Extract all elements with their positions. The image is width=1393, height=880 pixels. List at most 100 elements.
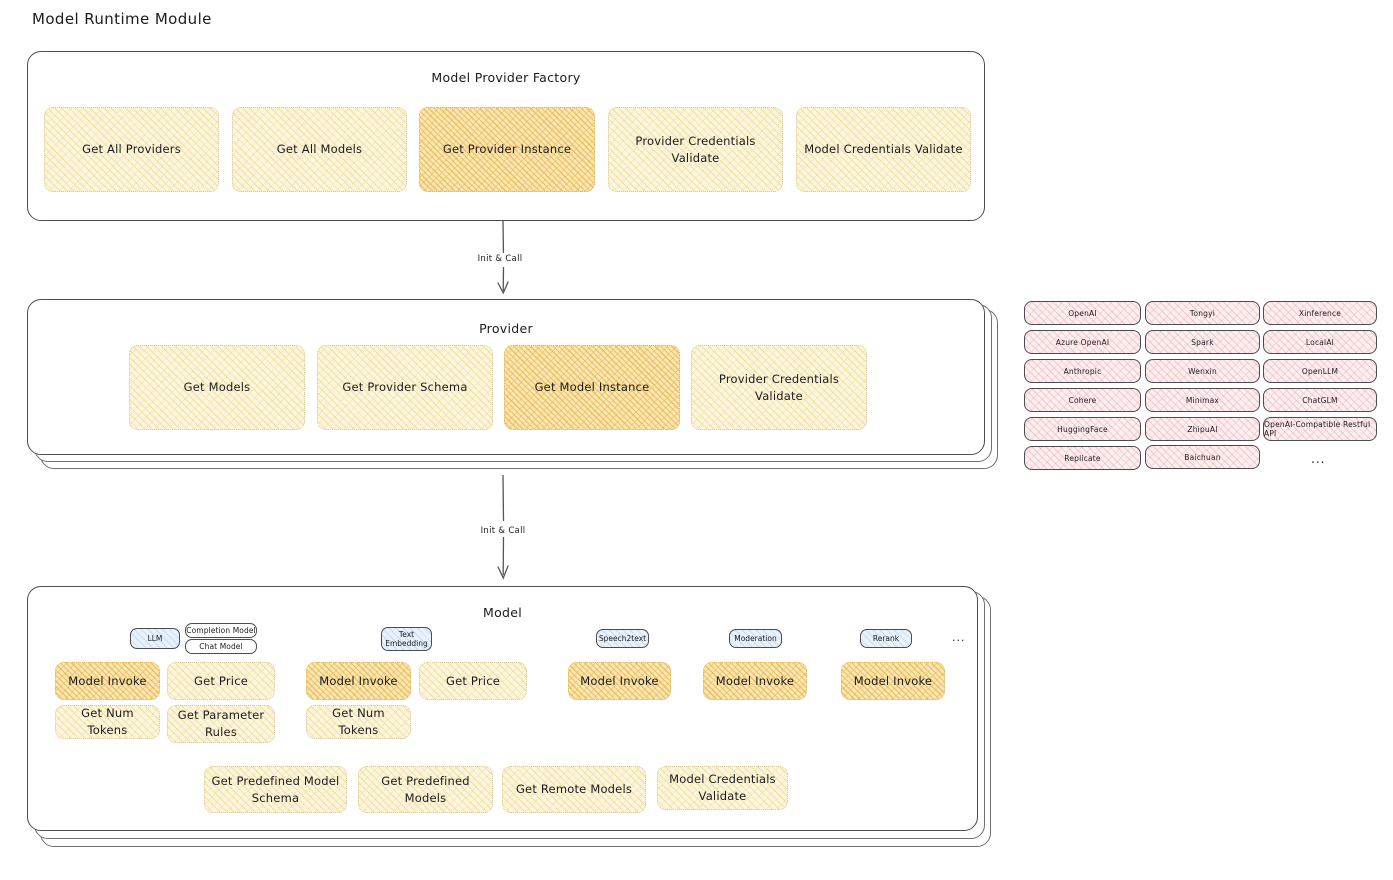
provider-tag-label: ChatGLM: [1302, 395, 1338, 405]
arrow-label-init-call-1: Init & Call: [473, 253, 527, 265]
provider-tag-label: Anthropic: [1063, 366, 1102, 376]
provider-item-provider-credentials-validate[interactable]: Provider Credentials Validate: [691, 345, 867, 430]
provider-tag-localai[interactable]: LocalAI: [1263, 330, 1377, 354]
op-label: Get Predefined Model Schema: [211, 773, 340, 805]
model-type-badge-rerank[interactable]: Rerank: [860, 629, 912, 648]
op-label: Get Predefined Models: [381, 773, 470, 805]
provider-tag-cohere[interactable]: Cohere: [1024, 388, 1141, 412]
provider-tag-label: Wenxin: [1188, 366, 1217, 376]
factory-item-label: Get All Providers: [82, 142, 181, 157]
model-title: Model: [482, 605, 523, 620]
op-label: Get Parameter Rules: [177, 708, 265, 739]
factory-item-get-all-models[interactable]: Get All Models: [232, 107, 407, 192]
provider-item-label: Get Model Instance: [534, 380, 650, 395]
provider-tag-openllm[interactable]: OpenLLM: [1263, 359, 1377, 383]
badge-label: Speech2text: [598, 633, 647, 643]
arrow-icon: [497, 220, 509, 295]
provider-tag-label: OpenAI: [1068, 308, 1097, 318]
model-type-badge-llm[interactable]: LLM: [130, 628, 180, 649]
op-label: Model Invoke: [580, 673, 659, 688]
provider-tag-label: HuggingFace: [1057, 424, 1108, 434]
provider-tag-label: LocalAI: [1305, 337, 1335, 347]
text-embedding-op-get-price[interactable]: Get Price: [419, 662, 527, 700]
text-embedding-op-model-invoke[interactable]: Model Invoke: [306, 662, 411, 700]
provider-tag-replicate[interactable]: Replicate: [1024, 446, 1141, 470]
provider-title: Provider: [479, 321, 533, 336]
factory-item-provider-credentials-validate[interactable]: Provider Credentials Validate: [608, 107, 783, 192]
op-label: Get Num Tokens: [332, 706, 385, 737]
provider-tag-anthropic[interactable]: Anthropic: [1024, 359, 1141, 383]
factory-item-get-provider-instance[interactable]: Get Provider Instance: [419, 107, 595, 192]
factory-item-label: Model Credentials Validate: [804, 142, 963, 157]
provider-tag-label: Baichuan: [1184, 452, 1221, 462]
arrow-icon: [497, 474, 509, 580]
model-common-op-get-predefined-models[interactable]: Get Predefined Models: [358, 766, 493, 813]
op-label: Model Invoke: [68, 673, 147, 688]
provider-tag-tongyi[interactable]: Tongyi: [1145, 301, 1260, 325]
speech2text-op-model-invoke[interactable]: Model Invoke: [568, 662, 671, 700]
provider-tag-label: OpenAI-Compatible Restful API: [1264, 420, 1371, 438]
badge-label: Text Embedding: [385, 629, 428, 648]
text-embedding-op-get-num-tokens[interactable]: Get Num Tokens: [306, 705, 411, 739]
provider-tag-label: Tongyi: [1189, 308, 1216, 318]
factory-item-label: Get All Models: [276, 142, 363, 157]
provider-tag-label: Xinference: [1298, 308, 1342, 318]
provider-tag-baichuan[interactable]: Baichuan: [1145, 445, 1260, 469]
model-common-op-get-predefined-model-schema[interactable]: Get Predefined Model Schema: [204, 766, 347, 813]
factory-item-label: Get Provider Instance: [442, 142, 572, 157]
badge-label: Chat Model: [199, 642, 243, 651]
provider-item-get-model-instance[interactable]: Get Model Instance: [504, 345, 680, 430]
provider-tag-openai-compatible-restful-api[interactable]: OpenAI-Compatible Restful API: [1263, 417, 1377, 441]
model-subbadge-completion-model[interactable]: Completion Model: [185, 623, 257, 638]
provider-tag-zhipuai[interactable]: ZhipuAI: [1145, 417, 1260, 441]
provider-tag-label: Replicate: [1064, 453, 1101, 463]
provider-tag-huggingface[interactable]: HuggingFace: [1024, 417, 1141, 441]
factory-item-get-all-providers[interactable]: Get All Providers: [44, 107, 219, 192]
op-label: Model Credentials Validate: [669, 772, 776, 803]
provider-tag-label: Minimax: [1185, 395, 1220, 405]
factory-item-model-credentials-validate[interactable]: Model Credentials Validate: [796, 107, 971, 192]
provider-tag-label: Azure OpenAI: [1055, 337, 1110, 347]
badge-label: Completion Model: [186, 626, 256, 635]
model-subbadge-chat-model[interactable]: Chat Model: [185, 639, 257, 654]
llm-op-get-parameter-rules[interactable]: Get Parameter Rules: [167, 705, 275, 743]
model-common-op-get-remote-models[interactable]: Get Remote Models: [502, 766, 646, 813]
badge-label: Rerank: [872, 633, 900, 643]
provider-tag-openai[interactable]: OpenAI: [1024, 301, 1141, 325]
model-type-badge-moderation[interactable]: Moderation: [729, 629, 782, 648]
provider-item-label: Get Models: [183, 380, 251, 395]
provider-tag-chatglm[interactable]: ChatGLM: [1263, 388, 1377, 412]
badge-label: Moderation: [734, 633, 777, 643]
provider-tag-wenxin[interactable]: Wenxin: [1145, 359, 1260, 383]
op-label: Get Price: [445, 673, 500, 688]
model-types-more: ...: [952, 631, 966, 644]
llm-op-get-price[interactable]: Get Price: [167, 662, 275, 700]
provider-item-get-provider-schema[interactable]: Get Provider Schema: [317, 345, 493, 430]
model-common-op-model-credentials-validate[interactable]: Model Credentials Validate: [657, 766, 788, 810]
llm-op-get-num-tokens[interactable]: Get Num Tokens: [55, 705, 160, 739]
model-type-badge-text-embedding[interactable]: Text Embedding: [381, 627, 432, 651]
model-provider-factory-title: Model Provider Factory: [431, 70, 581, 85]
provider-item-get-models[interactable]: Get Models: [129, 345, 305, 430]
rerank-op-model-invoke[interactable]: Model Invoke: [841, 662, 945, 700]
provider-tag-azure-openai[interactable]: Azure OpenAI: [1024, 330, 1141, 354]
provider-item-label: Provider Credentials Validate: [718, 371, 840, 403]
provider-tag-label: ZhipuAI: [1187, 424, 1218, 434]
op-label: Get Price: [193, 673, 248, 688]
model-type-badge-speech2text[interactable]: Speech2text: [596, 629, 649, 648]
badge-label: LLM: [147, 633, 163, 643]
op-label: Get Num Tokens: [81, 706, 134, 737]
arrow-label-init-call-2: Init & Call: [476, 525, 530, 537]
arrow-factory-to-provider: [460, 220, 550, 301]
op-label: Model Invoke: [319, 673, 398, 688]
provider-tag-spark[interactable]: Spark: [1145, 330, 1260, 354]
op-label: Model Invoke: [853, 673, 933, 688]
provider-tag-minimax[interactable]: Minimax: [1145, 388, 1260, 412]
provider-list-more: ...: [1311, 452, 1326, 466]
provider-tag-label: Cohere: [1068, 395, 1097, 405]
provider-tag-xinference[interactable]: Xinference: [1263, 301, 1377, 325]
llm-op-model-invoke[interactable]: Model Invoke: [55, 662, 160, 700]
moderation-op-model-invoke[interactable]: Model Invoke: [703, 662, 807, 700]
factory-item-label: Provider Credentials Validate: [635, 133, 756, 165]
